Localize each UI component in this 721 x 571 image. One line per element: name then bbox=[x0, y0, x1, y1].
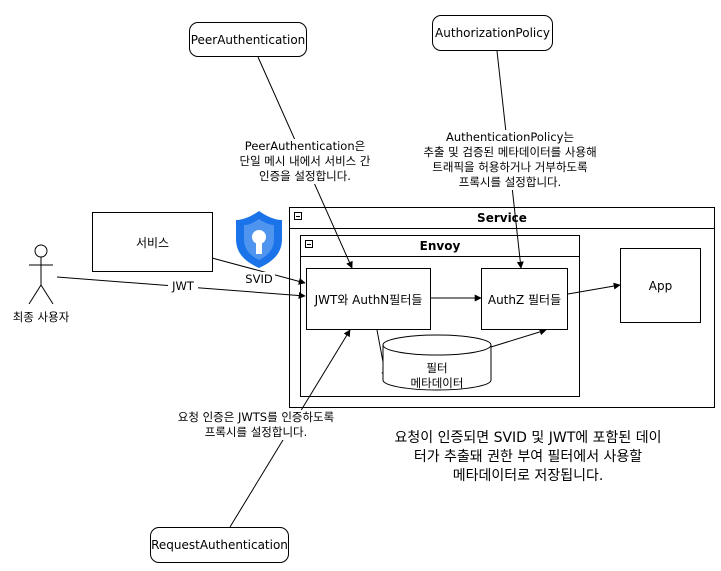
service-box-label: 서비스 bbox=[135, 235, 170, 250]
authorization-policy-box[interactable]: AuthorizationPolicy bbox=[432, 15, 553, 51]
metadata-note: 요청이 인증되면 SVID 및 JWT에 포함된 데이 터가 추출돼 권한 부여… bbox=[394, 430, 662, 484]
authz-filter-label: AuthZ 필터들 bbox=[487, 292, 562, 307]
app-label: App bbox=[648, 278, 673, 293]
user-icon bbox=[28, 244, 54, 305]
peer-authentication-box[interactable]: PeerAuthentication bbox=[189, 22, 307, 57]
app-box[interactable]: App bbox=[620, 248, 701, 323]
peer-auth-description: PeerAuthentication은 단일 메시 내에서 서비스 간 인증을 … bbox=[230, 139, 380, 184]
envoy-container-title: Envoy bbox=[419, 239, 461, 253]
svid-label: SVID bbox=[243, 272, 275, 287]
jwt-label: JWT bbox=[168, 279, 198, 294]
shield-icon bbox=[236, 211, 282, 268]
request-authentication-box[interactable]: RequestAuthentication bbox=[150, 527, 289, 563]
filter-metadata-label: 필터 메타데이터 bbox=[410, 361, 464, 390]
collapse-icon[interactable] bbox=[305, 240, 313, 248]
request-auth-description: 요청 인증은 JWTS를 인증하도록 프록시를 설정합니다. bbox=[166, 410, 346, 440]
authz-filter-box[interactable]: AuthZ 필터들 bbox=[481, 268, 568, 330]
end-user-label: 최종 사용자 bbox=[12, 310, 70, 324]
authz-policy-description: AuthenticationPolicy는 추출 및 검증된 메타데이터를 사용… bbox=[410, 130, 610, 190]
jwt-authn-filters-label: JWT와 AuthN필터들 bbox=[314, 292, 423, 307]
request-authentication-label: RequestAuthentication bbox=[151, 538, 288, 552]
envoy-container: Envoy bbox=[300, 235, 580, 397]
authorization-policy-label: AuthorizationPolicy bbox=[435, 26, 550, 40]
peer-authentication-label: PeerAuthentication bbox=[190, 32, 306, 47]
collapse-icon[interactable] bbox=[294, 212, 302, 220]
jwt-authn-filters-box[interactable]: JWT와 AuthN필터들 bbox=[306, 268, 431, 330]
service-box[interactable]: 서비스 bbox=[92, 212, 213, 272]
service-container-title: Service bbox=[477, 211, 527, 225]
